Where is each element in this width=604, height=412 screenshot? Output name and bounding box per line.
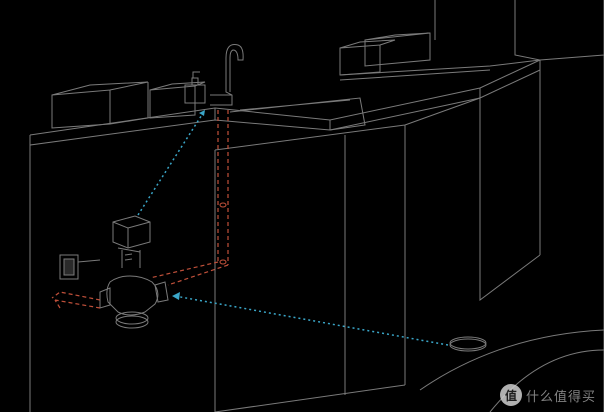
countertop bbox=[30, 60, 540, 145]
watermark: 值 什么值得买 bbox=[500, 384, 596, 406]
sink bbox=[230, 98, 365, 130]
box-right bbox=[340, 40, 395, 75]
signal-links bbox=[138, 110, 448, 345]
watermark-logo-icon: 值 bbox=[500, 384, 522, 406]
box-left bbox=[52, 82, 148, 128]
box-left-2 bbox=[150, 82, 205, 118]
watermark-text: 什么值得买 bbox=[526, 386, 596, 405]
signal-sensor-to-valve bbox=[175, 296, 448, 345]
faucet bbox=[210, 45, 243, 105]
box-right-2 bbox=[365, 33, 430, 66]
valve-body bbox=[107, 276, 158, 315]
shelf-right bbox=[340, 60, 540, 80]
arrowhead-up bbox=[199, 110, 205, 116]
valve-actuator bbox=[113, 216, 150, 248]
arrowhead-left bbox=[172, 292, 180, 300]
